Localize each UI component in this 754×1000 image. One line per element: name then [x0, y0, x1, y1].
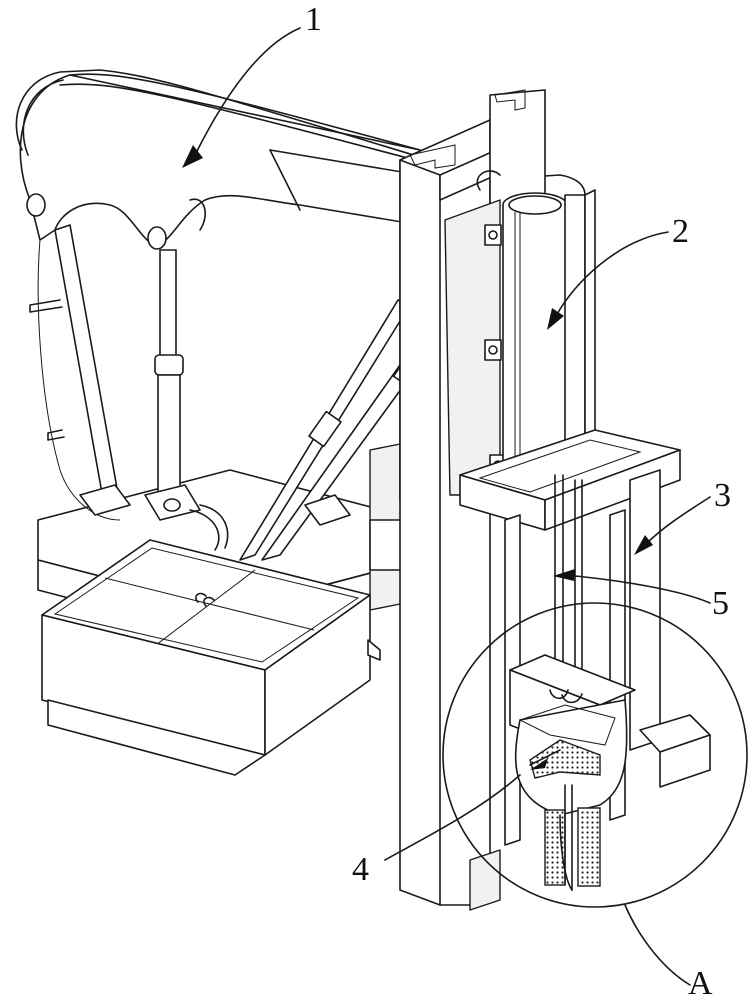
container-box	[41, 539, 381, 776]
detail-circle-a	[442, 602, 748, 908]
left-link	[29, 224, 131, 516]
reference-labels: 1 2 3 5 4 A	[305, 1, 731, 1000]
diagonal-struts	[189, 299, 418, 561]
leader-lines	[182, 27, 711, 986]
boom-arm	[15, 69, 586, 521]
collar-bracket	[459, 429, 711, 788]
label-4: 4	[352, 851, 369, 888]
label-2: 2	[672, 213, 689, 250]
label-a: A	[688, 965, 713, 1000]
vertical-cylinder	[144, 249, 201, 521]
label-3: 3	[714, 477, 731, 514]
label-1: 1	[305, 1, 322, 38]
label-5: 5	[712, 585, 729, 622]
